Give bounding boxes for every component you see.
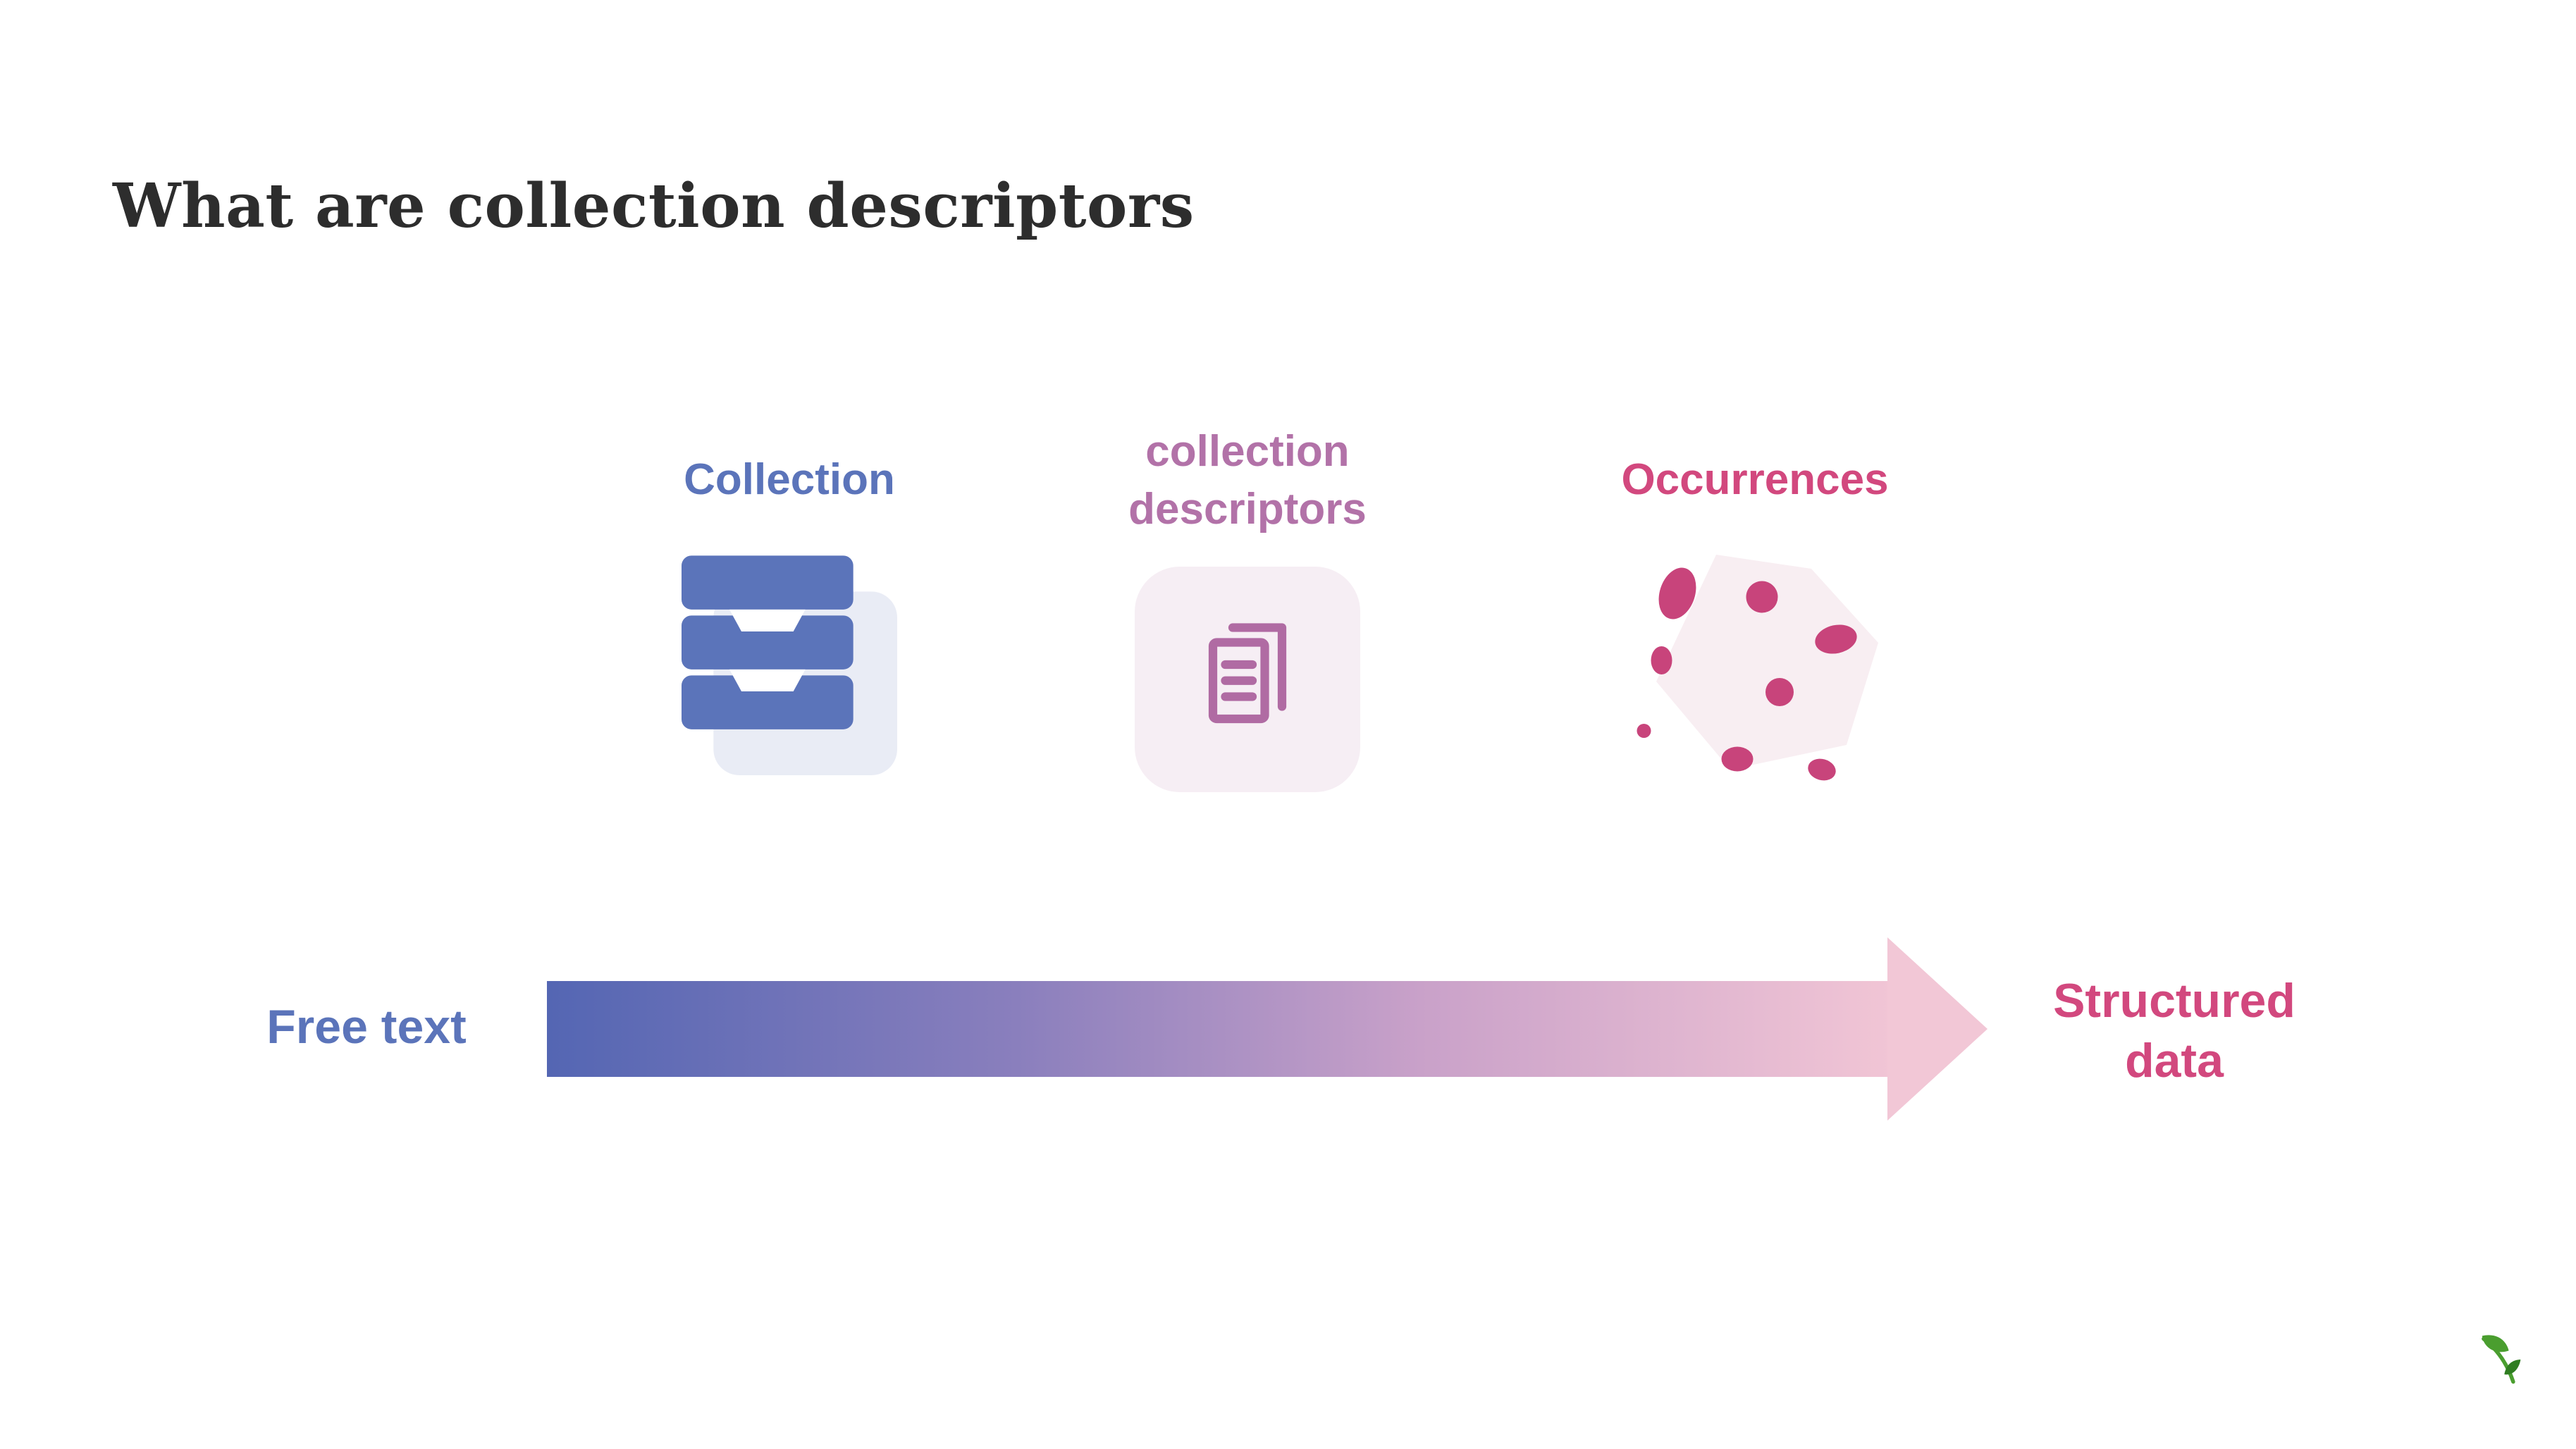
descriptors-label: collection descriptors (1128, 427, 1367, 534)
collection-drawers-icon (670, 548, 909, 787)
descriptors-item: collection descriptors (1064, 423, 1431, 792)
collection-item: Collection (606, 451, 973, 787)
occurrences-item: Occurrences (1558, 451, 1952, 801)
free-text-label: Free text (266, 1000, 467, 1054)
occurrences-label: Occurrences (1621, 455, 1889, 504)
leaf-logo (2470, 1328, 2529, 1388)
descriptor-document-icon (1135, 566, 1360, 792)
collection-label: Collection (684, 455, 895, 504)
page-title: What are collection descriptors (113, 171, 1195, 242)
arrow-body (547, 981, 1890, 1077)
structured-data-label: Structured data (2053, 974, 2295, 1087)
occurrences-dots-icon (1614, 548, 1896, 801)
arrow-head-icon (1887, 937, 1988, 1121)
